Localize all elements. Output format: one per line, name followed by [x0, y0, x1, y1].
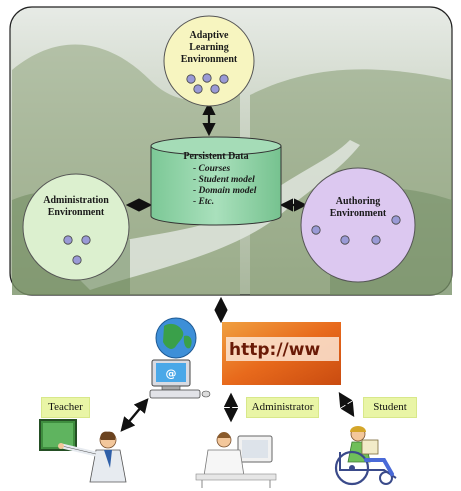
student-label: Student [363, 397, 417, 418]
url-text: http://ww [229, 340, 320, 360]
web-url-image: http://ww [222, 322, 341, 385]
svg-text:@: @ [166, 367, 177, 380]
persistent-item: - Domain model [193, 186, 257, 196]
authoring-label-line-2: Environment [330, 208, 387, 219]
administration-label-line-2: Environment [48, 207, 105, 218]
persistent-item: - Student model [193, 175, 255, 185]
administrator-label: Administrator [246, 397, 319, 418]
arrow-student [338, 391, 355, 418]
persistent-item: - Courses [193, 164, 231, 174]
teacher-figure [39, 419, 127, 483]
administration-dots [63, 235, 91, 265]
administrator-figure [195, 432, 277, 488]
teacher-label: Teacher [41, 397, 90, 418]
administration-node: Administration Environment [22, 173, 130, 281]
computer-globe-icon: @ [149, 317, 211, 399]
authoring-node: Authoring Environment [300, 167, 416, 283]
persistent-data-store: Persistent Data - Courses - Student mode… [150, 136, 282, 226]
adaptive-label-line-1: Adaptive [190, 30, 229, 41]
persistent-title: Persistent Data [183, 151, 248, 162]
authoring-label-line-1: Authoring [336, 196, 380, 207]
administration-label-line-1: Administration [43, 195, 109, 206]
arrow-teacher [120, 398, 149, 432]
adaptive-learning-node: Adaptive Learning Environment [163, 15, 255, 107]
adaptive-label-line-3: Environment [181, 54, 238, 65]
student-figure [334, 426, 397, 486]
adaptive-label-line-2: Learning [189, 42, 228, 53]
adaptive-dots [186, 73, 229, 94]
authoring-dots [311, 215, 401, 245]
persistent-item: - Etc. [193, 197, 214, 207]
